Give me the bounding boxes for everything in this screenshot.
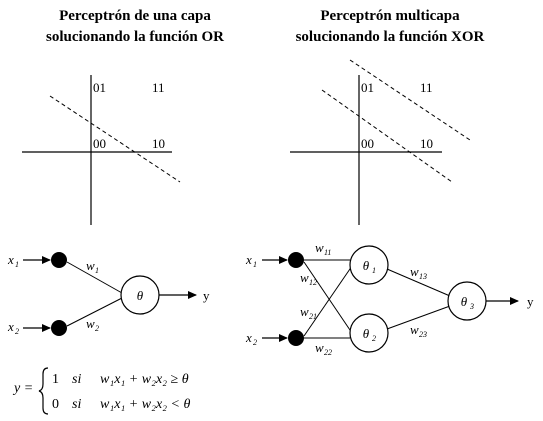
weight-w13-sub: 13 xyxy=(419,272,427,281)
left-edge-w2 xyxy=(66,297,123,327)
left-separation-line xyxy=(49,95,181,183)
left-edge-w1 xyxy=(66,261,123,294)
weight-w23: w xyxy=(410,322,419,337)
right-input-x2-sub: 2 xyxy=(253,338,257,347)
left-weight-w2: w xyxy=(86,316,95,331)
weight-w22: w xyxy=(315,340,324,355)
right-network: x 1 x 2 θ 1 θ 2 θ 3 xyxy=(245,240,534,357)
left-input-x1-sub: 1 xyxy=(15,260,19,269)
equation-lhs: y = xyxy=(12,381,33,396)
right-input-x1-label: x xyxy=(245,252,252,267)
right-input-x1-sub: 1 xyxy=(253,260,257,269)
right-output-y: y xyxy=(527,294,534,309)
edge-w12 xyxy=(303,261,353,334)
right-input-x2-label: x xyxy=(245,330,252,345)
weight-w12: w xyxy=(300,270,309,285)
left-input-node-2 xyxy=(51,320,67,336)
right-input-node-1 xyxy=(288,252,304,268)
right-point-10: 10 xyxy=(420,136,433,151)
left-input-x1-label: x xyxy=(7,252,14,267)
left-input-node-1 xyxy=(51,252,67,268)
left-input-x2-sub: 2 xyxy=(15,327,19,336)
right-point-01: 01 xyxy=(361,80,374,95)
left-point-11: 11 xyxy=(152,80,165,95)
output-neuron-theta: θ xyxy=(461,294,468,309)
weight-w23-sub: 23 xyxy=(419,330,427,339)
left-title-line1: Perceptrón de una capa xyxy=(59,8,211,24)
left-panel: Perceptrón de una capa solucionando la f… xyxy=(7,8,224,415)
output-neuron-sub: 3 xyxy=(469,302,474,311)
right-point-00: 00 xyxy=(361,136,374,151)
left-weight-w1-sub: 1 xyxy=(95,266,99,275)
equation-case1-si: si xyxy=(72,372,81,387)
equation-case2-expr: w₁x₁ + w₂x₂ < θ xyxy=(100,397,190,412)
weight-w13: w xyxy=(410,264,419,279)
weight-w21: w xyxy=(300,304,309,319)
right-xor-plot: 01 11 00 10 xyxy=(290,59,471,225)
left-point-01: 01 xyxy=(93,80,106,95)
left-network: x 1 x 2 w 1 w 2 θ y xyxy=(7,252,210,336)
right-separation-line-2 xyxy=(321,89,453,183)
left-output-y: y xyxy=(203,288,210,303)
equation-case2-value: 0 xyxy=(52,397,59,412)
edge-w21 xyxy=(303,265,353,337)
right-panel: Perceptrón multicapa solucionando la fun… xyxy=(245,8,534,357)
hidden-neuron-1 xyxy=(349,245,389,285)
activation-equation: y = 1 si w₁x₁ + w₂x₂ ≥ θ 0 si w₁x₁ + w₂x… xyxy=(12,367,190,415)
equation-case2-si: si xyxy=(72,397,81,412)
hidden-neuron-2-theta: θ xyxy=(363,326,370,341)
right-title-line2: solucionando la función XOR xyxy=(296,29,485,45)
equation-case1-value: 1 xyxy=(52,372,59,387)
left-point-00: 00 xyxy=(93,136,106,151)
right-input-node-2 xyxy=(288,330,304,346)
edge-w13 xyxy=(386,268,451,297)
right-point-11: 11 xyxy=(420,80,433,95)
weight-w22-sub: 22 xyxy=(324,348,332,357)
left-neuron-theta: θ xyxy=(137,288,144,303)
hidden-neuron-2 xyxy=(349,313,389,353)
left-point-10: 10 xyxy=(152,136,165,151)
edge-w23 xyxy=(386,305,451,330)
left-title-line2: solucionando la función OR xyxy=(46,29,224,45)
left-weight-w2-sub: 2 xyxy=(95,324,99,333)
left-weight-w1: w xyxy=(86,258,95,273)
hidden-neuron-2-sub: 2 xyxy=(372,334,376,343)
equation-case1-expr: w₁x₁ + w₂x₂ ≥ θ xyxy=(100,372,189,387)
left-or-plot: 01 11 00 10 xyxy=(22,75,181,225)
right-separation-line-1 xyxy=(349,59,471,141)
hidden-neuron-1-sub: 1 xyxy=(372,266,376,275)
weight-w21-sub: 21 xyxy=(309,312,317,321)
left-input-x2-label: x xyxy=(7,319,14,334)
weight-w12-sub: 12 xyxy=(309,278,317,287)
weight-w11: w xyxy=(315,240,324,255)
equation-brace xyxy=(38,367,49,415)
weight-w11-sub: 11 xyxy=(324,248,331,257)
hidden-neuron-1-theta: θ xyxy=(363,258,370,273)
right-title-line1: Perceptrón multicapa xyxy=(320,8,460,24)
